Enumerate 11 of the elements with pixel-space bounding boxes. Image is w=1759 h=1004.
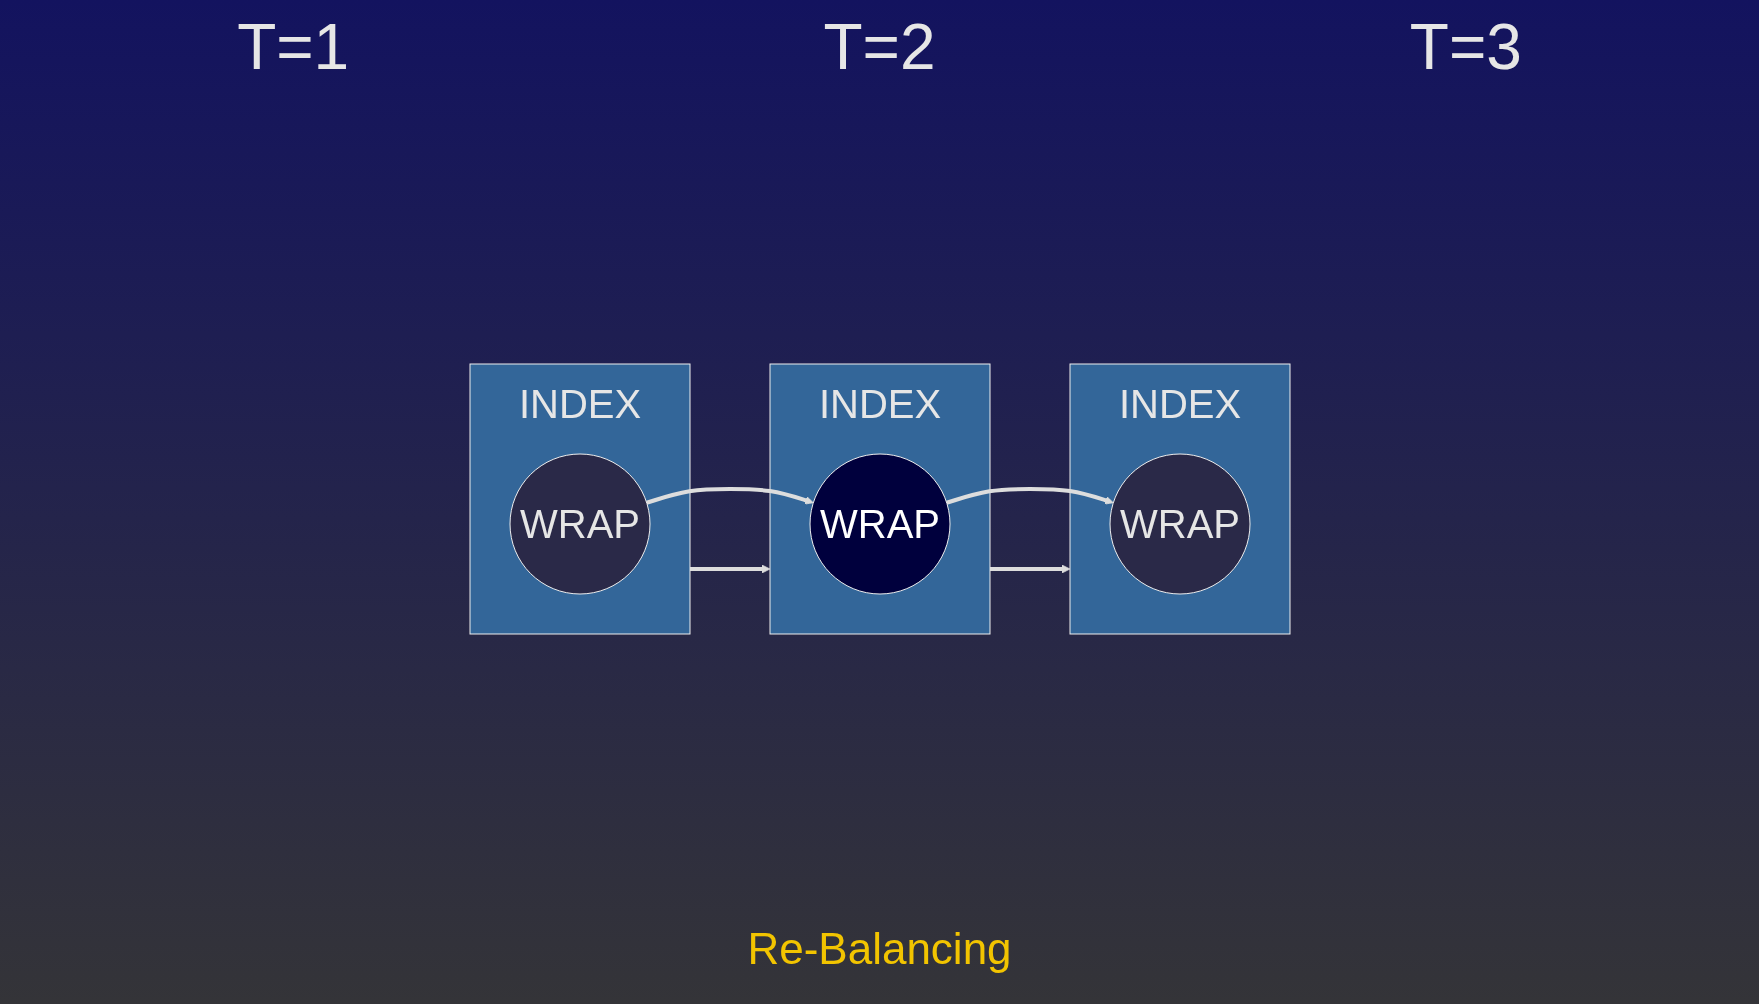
node-circle: WRAP xyxy=(809,453,950,595)
node-circle: WRAP xyxy=(1109,453,1250,595)
annotation-text: Re-Balancing xyxy=(747,924,1012,973)
arrow xyxy=(945,487,1114,505)
node-circle: WRAP xyxy=(509,453,650,595)
arrow xyxy=(989,564,1070,574)
time-step-heading: T=2 xyxy=(823,10,936,84)
time-step-heading: T=1 xyxy=(237,10,350,84)
time-step-heading: T=3 xyxy=(1409,10,1522,84)
arrow xyxy=(645,487,814,505)
arrow xyxy=(689,564,770,574)
